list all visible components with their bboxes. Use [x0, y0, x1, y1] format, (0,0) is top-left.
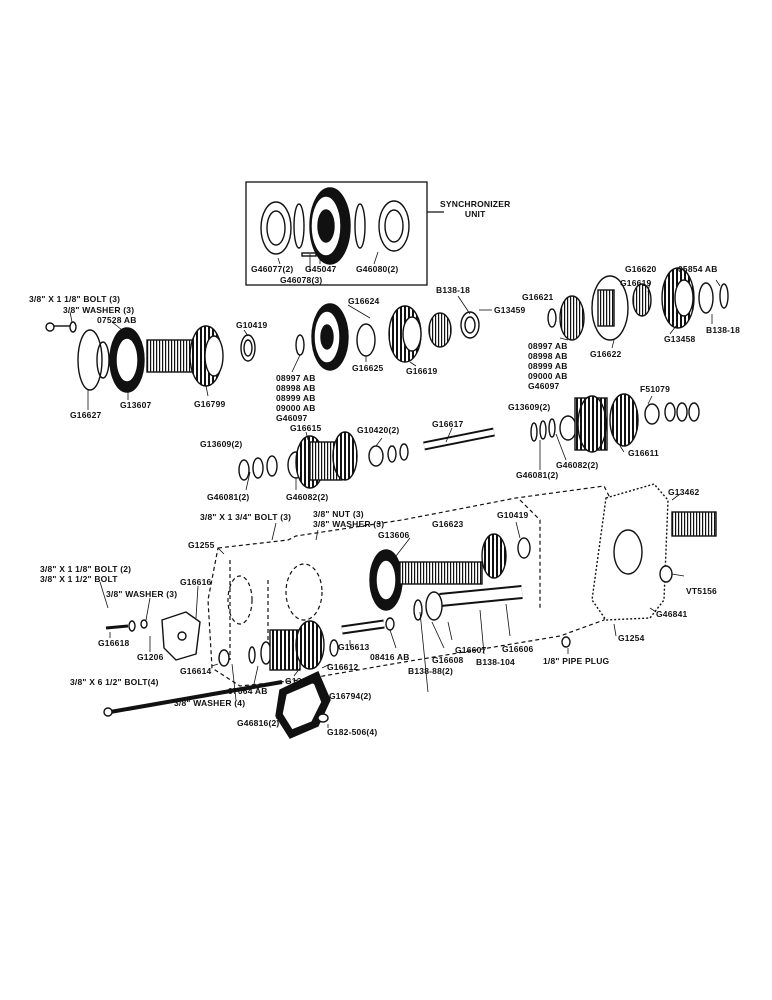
synchronizer-unit-label: SYNCHRONIZER UNIT	[440, 199, 510, 219]
part-label: B138-18	[706, 325, 741, 335]
part-label: G16620	[625, 264, 657, 274]
part-label: B138-88(2)	[408, 666, 453, 676]
bolt-label: 3/8" X 1 1/8" BOLT (2)	[40, 564, 132, 574]
countershaft-gear-right	[530, 393, 700, 453]
part-label: G10419	[236, 320, 268, 330]
part-label: 3/8" WASHER (3)	[106, 589, 178, 599]
part-label: G13609(2)	[508, 402, 551, 412]
part-label: G46080(2)	[356, 264, 399, 274]
shim-label: 08999 AB	[276, 393, 316, 403]
shim-label: 09000 AB	[528, 371, 568, 381]
rear-bearing-retainer	[591, 483, 717, 621]
part-label: B138-18	[436, 285, 471, 295]
countershaft-gear-left	[238, 427, 495, 489]
part-label: G16622	[590, 349, 622, 359]
part-label: VT5156	[686, 586, 717, 596]
input-shaft-assembly	[45, 321, 256, 393]
part-label: G10419	[497, 510, 529, 520]
part-label: G46082(2)	[556, 460, 599, 470]
part-label: G46081(2)	[516, 470, 559, 480]
part-label: G13459	[494, 305, 526, 315]
part-label: G13607	[120, 400, 152, 410]
part-label: B138-104	[476, 657, 515, 667]
part-label: G16627	[70, 410, 102, 420]
part-label: G13458	[664, 334, 696, 344]
part-label: 1/8" PIPE PLUG	[543, 656, 610, 666]
shim-label: G46097	[276, 413, 308, 423]
part-label: G13608	[285, 676, 317, 686]
output-gear-cluster	[547, 267, 729, 341]
part-label: G46077(2)	[251, 264, 294, 274]
shim-label: 08997 AB	[276, 373, 316, 383]
part-label: G16615	[290, 423, 322, 433]
bolt-label: 3/8" X 1 1/2" BOLT	[40, 574, 118, 584]
lower-components	[103, 585, 571, 739]
part-label: G16619	[406, 366, 438, 376]
part-label: G13462	[668, 487, 700, 497]
part-label: G46081(2)	[207, 492, 250, 502]
synchronizer-parts	[260, 187, 410, 265]
part-label: G182-506(4)	[327, 727, 378, 737]
part-label: G13609(2)	[200, 439, 243, 449]
part-label: G13606	[378, 530, 410, 540]
shim-label: 08998 AB	[528, 351, 568, 361]
part-label: 3/8" X 6 1/2" BOLT(4)	[70, 677, 159, 687]
part-label: G16621	[522, 292, 554, 302]
part-label: G16619	[620, 278, 652, 288]
part-label: G46841	[656, 609, 688, 619]
part-label: G16623	[432, 519, 464, 529]
part-label: G1206	[137, 652, 164, 662]
part-label: 3/8" WASHER (4)	[174, 698, 246, 708]
synchronizer-label-line: UNIT	[464, 209, 486, 219]
part-label: G16616	[180, 577, 212, 587]
part-label: G16799	[194, 399, 226, 409]
shim-label: 08999 AB	[528, 361, 568, 371]
part-label: G46078(3)	[280, 275, 323, 285]
part-label: G16617	[432, 419, 464, 429]
shim-label: 09000 AB	[276, 403, 316, 413]
shim-label: 08997 AB	[528, 341, 568, 351]
part-label: G16624	[348, 296, 380, 306]
part-label: G16618	[98, 638, 130, 648]
part-label: 05854 AB	[678, 264, 718, 274]
part-label: G16625	[352, 363, 384, 373]
part-label: 3/8" X 1 1/8" BOLT (3)	[29, 294, 121, 304]
synchronizer-label-line: SYNCHRONIZER	[440, 199, 511, 209]
shim-list-mid: 08997 AB 08998 AB 08999 AB 09000 AB G460…	[276, 373, 316, 423]
shim-label: 08998 AB	[276, 383, 316, 393]
part-label: 07528 AB	[97, 315, 137, 325]
part-label: G16614	[180, 666, 212, 676]
shim-list-right: 08997 AB 08998 AB 08999 AB 09000 AB G460…	[528, 341, 568, 391]
part-label: G16794(2)	[329, 691, 372, 701]
part-label: G45047	[305, 264, 337, 274]
part-label: 08416 AB	[370, 652, 410, 662]
mainshaft-gear-cluster	[295, 303, 480, 371]
part-label: G16613	[338, 642, 370, 652]
part-label: G46082(2)	[286, 492, 329, 502]
part-label: G16607	[455, 645, 487, 655]
part-label: G16612	[327, 662, 359, 672]
leader-lines	[69, 251, 721, 728]
bolt-pair-label: 3/8" X 1 1/8" BOLT (2) 3/8" X 1 1/2" BOL…	[40, 564, 131, 584]
part-label: G16611	[628, 448, 659, 458]
part-label: 3/8" WASHER (3)	[63, 305, 135, 315]
part-label: F51079	[640, 384, 671, 394]
part-label: G1254	[618, 633, 645, 643]
mainshaft	[369, 533, 531, 611]
part-label: 07064 AB	[228, 686, 268, 696]
part-label: G46816(2)	[237, 718, 280, 728]
part-label: G16606	[502, 644, 534, 654]
part-label: G16608	[432, 655, 464, 665]
part-label: G10420(2)	[357, 425, 400, 435]
part-label: 3/8" X 1 3/4" BOLT (3)	[200, 512, 292, 522]
part-label: 3/8" NUT (3)	[313, 509, 364, 519]
part-label: 3/8" WASHER (3)	[313, 519, 385, 529]
part-label: G1255	[188, 540, 215, 550]
shim-label: G46097	[528, 381, 560, 391]
synchronizer-unit-box	[245, 181, 444, 286]
